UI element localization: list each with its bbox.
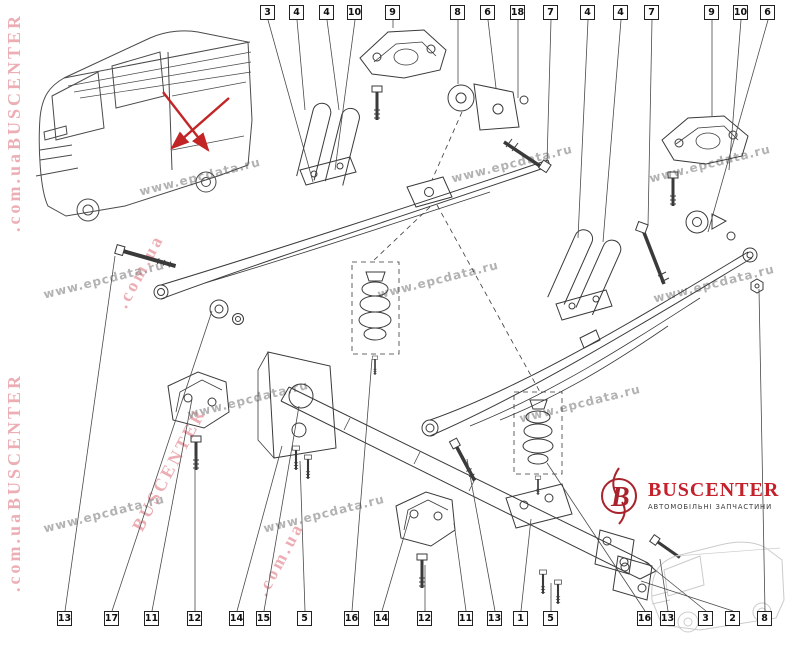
- leader-line: [267, 19, 314, 183]
- shim-plate: [406, 176, 453, 208]
- leader-line: [520, 518, 532, 612]
- axle-mount-front: [257, 351, 337, 459]
- assembly-dashed-lines: [371, 111, 541, 393]
- hanger-bracket-front: [167, 371, 230, 429]
- center-bolt: [448, 437, 477, 482]
- leader-line: [326, 19, 340, 111]
- leader-line: [351, 358, 373, 612]
- axle-end-screw-2: [553, 578, 563, 605]
- mounting-bracket-top-right: [661, 115, 749, 165]
- spring-eye-bolt-front: [114, 244, 177, 269]
- leader-line: [577, 19, 589, 239]
- leader-line: [728, 19, 742, 171]
- logo-brand: BUSCENTER: [648, 479, 780, 501]
- axle-end-screw-1: [538, 568, 548, 595]
- leader-line: [707, 19, 769, 233]
- leader-line: [546, 462, 646, 612]
- mounting-bracket-top-left: [359, 29, 447, 79]
- leader-line: [381, 515, 411, 612]
- leader-line: [647, 19, 653, 227]
- logo-van-sketch: [651, 541, 785, 633]
- bump-stop-screw-front: [371, 355, 379, 376]
- leader-line: [643, 560, 707, 612]
- leader-line: [111, 310, 213, 612]
- spring-bushing-front: [209, 299, 244, 325]
- shackle-bushing-assembly: [447, 83, 529, 131]
- u-bolts-front: [296, 102, 360, 186]
- leader-line: [640, 580, 734, 612]
- seat-screw-front-1: [291, 444, 301, 471]
- buscenter-logo-glyph: B: [601, 467, 637, 525]
- axle-end-bolt: [649, 534, 681, 559]
- logo-glyph-letter: B: [610, 482, 630, 513]
- leader-line: [334, 19, 356, 171]
- hanger-bracket-bottom: [395, 491, 456, 547]
- axle-shackle-plates: [594, 529, 653, 601]
- leader-line: [659, 558, 669, 612]
- leaf-spring-front: [153, 159, 551, 300]
- hanger-bolt-front: [189, 434, 203, 472]
- leader-line: [263, 405, 300, 612]
- van-sketch: [35, 30, 253, 222]
- leader-line: [296, 19, 306, 111]
- leader-line: [64, 255, 116, 612]
- hanger-bolt-right: [634, 220, 670, 285]
- leader-line: [453, 522, 467, 612]
- bracket-screw-top-left: [370, 84, 384, 122]
- seat-screw-front-2: [303, 453, 313, 480]
- leader-line: [151, 398, 193, 612]
- leader-line: [546, 19, 552, 163]
- spring-eye-nut-rear: [750, 278, 764, 294]
- bushing-rear-hanger: [685, 210, 736, 241]
- suspension-location-arrows: [162, 91, 230, 152]
- leaf-spring-rear: [421, 247, 758, 437]
- u-bolts-rear: [547, 229, 622, 316]
- leader-lines-layer: [64, 19, 769, 612]
- hanger-bolt-bottom: [415, 552, 429, 590]
- leader-line: [466, 458, 496, 612]
- bump-stop-front: [351, 261, 400, 355]
- leader-line: [758, 288, 766, 612]
- leader-line: [487, 19, 497, 89]
- parts-group: [114, 29, 764, 605]
- axle-seat-plate: [505, 483, 573, 529]
- shackle-bolt: [503, 138, 552, 174]
- bump-stop-screw-rear: [534, 475, 542, 496]
- leader-line: [602, 19, 622, 243]
- logo-tagline: АВТОМОБІЛЬНІ ЗАПЧАСТИНИ: [648, 503, 773, 511]
- spring-plate-rear: [555, 289, 613, 321]
- leader-line: [299, 460, 306, 612]
- bracket-screw-top-right: [666, 170, 680, 208]
- leader-line: [236, 445, 283, 612]
- bump-stop-rear: [513, 391, 563, 475]
- buscenter-logo: B BUSCENTER АВТОМОБІЛЬНІ ЗАПЧАСТИНИ: [596, 464, 779, 530]
